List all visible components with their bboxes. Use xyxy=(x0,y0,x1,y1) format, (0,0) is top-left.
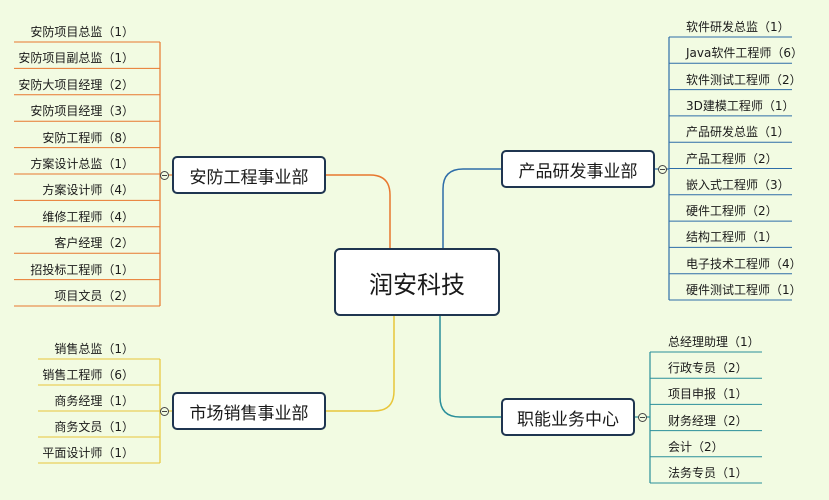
leaf-node[interactable]: 行政专员（2） xyxy=(668,361,748,376)
leaf-node[interactable]: 客户经理（2） xyxy=(54,236,134,251)
collapse-toggle-icon[interactable] xyxy=(160,407,169,416)
leaf-node[interactable]: 方案设计总监（1） xyxy=(30,157,134,171)
leaf-node[interactable]: 嵌入式工程师（3） xyxy=(686,177,790,192)
leaf-node[interactable]: 法务专员（1） xyxy=(668,466,748,480)
leaf-node[interactable]: 硬件测试工程师（1） xyxy=(686,283,802,297)
collapse-toggle-icon[interactable] xyxy=(160,171,169,180)
leaf-node[interactable]: 项目文员（2） xyxy=(54,289,134,303)
leaf-node[interactable]: 3D建模工程师（1） xyxy=(686,98,795,113)
leaf-node[interactable]: 结构工程师（1） xyxy=(686,230,778,245)
leaf-node[interactable]: 总经理助理（1） xyxy=(668,335,760,349)
branch-node-security-engineering[interactable]: 安防工程事业部 xyxy=(172,156,326,194)
leaf-node[interactable]: 安防项目总监（1） xyxy=(30,25,134,39)
leaf-node[interactable]: 财务经理（2） xyxy=(668,413,748,428)
leaf-node[interactable]: 会计（2） xyxy=(668,439,724,454)
leaf-node[interactable]: 方案设计师（4） xyxy=(42,183,134,198)
collapse-toggle-icon[interactable] xyxy=(658,165,667,174)
leaf-node[interactable]: 招投标工程师（1） xyxy=(30,262,134,277)
leaf-node[interactable]: 销售工程师（6） xyxy=(42,368,134,382)
collapse-toggle-icon[interactable] xyxy=(638,413,647,422)
leaf-node[interactable]: 软件研发总监（1） xyxy=(686,20,790,34)
leaf-node[interactable]: 商务文员（1） xyxy=(54,420,134,434)
leaf-node[interactable]: 商务经理（1） xyxy=(54,394,134,408)
leaf-node[interactable]: 软件测试工程师（2） xyxy=(686,72,802,87)
leaf-node[interactable]: 项目申报（1） xyxy=(668,387,748,402)
root-branch-connector xyxy=(442,168,655,248)
leaf-node[interactable]: 产品工程师（2） xyxy=(686,151,778,166)
leaf-node[interactable]: 产品研发总监（1） xyxy=(686,125,790,140)
leaf-node[interactable]: 安防项目副总监（1） xyxy=(18,51,134,66)
leaf-node[interactable]: 安防项目经理（3） xyxy=(30,104,134,119)
leaf-node[interactable]: 维修工程师（4） xyxy=(42,209,134,224)
leaf-node[interactable]: 安防大项目经理（2） xyxy=(18,77,134,92)
branch-node-market-sales[interactable]: 市场销售事业部 xyxy=(172,392,326,430)
root-branch-connector xyxy=(439,316,635,418)
leaf-node[interactable]: 销售总监（1） xyxy=(54,342,134,356)
leaf-node[interactable]: Java软件工程师（6） xyxy=(686,46,803,61)
root-branch-connector xyxy=(172,316,395,412)
leaf-node[interactable]: 安防工程师（8） xyxy=(42,130,134,145)
branch-node-functional-center[interactable]: 职能业务中心 xyxy=(501,398,635,436)
root-node[interactable]: 润安科技 xyxy=(334,248,500,316)
leaf-node[interactable]: 硬件工程师（2） xyxy=(686,204,778,219)
branch-node-product-rd[interactable]: 产品研发事业部 xyxy=(501,150,655,188)
leaf-node[interactable]: 平面设计师（1） xyxy=(42,446,134,460)
root-branch-connector xyxy=(172,174,391,248)
leaf-node[interactable]: 电子技术工程师（4） xyxy=(686,256,802,271)
